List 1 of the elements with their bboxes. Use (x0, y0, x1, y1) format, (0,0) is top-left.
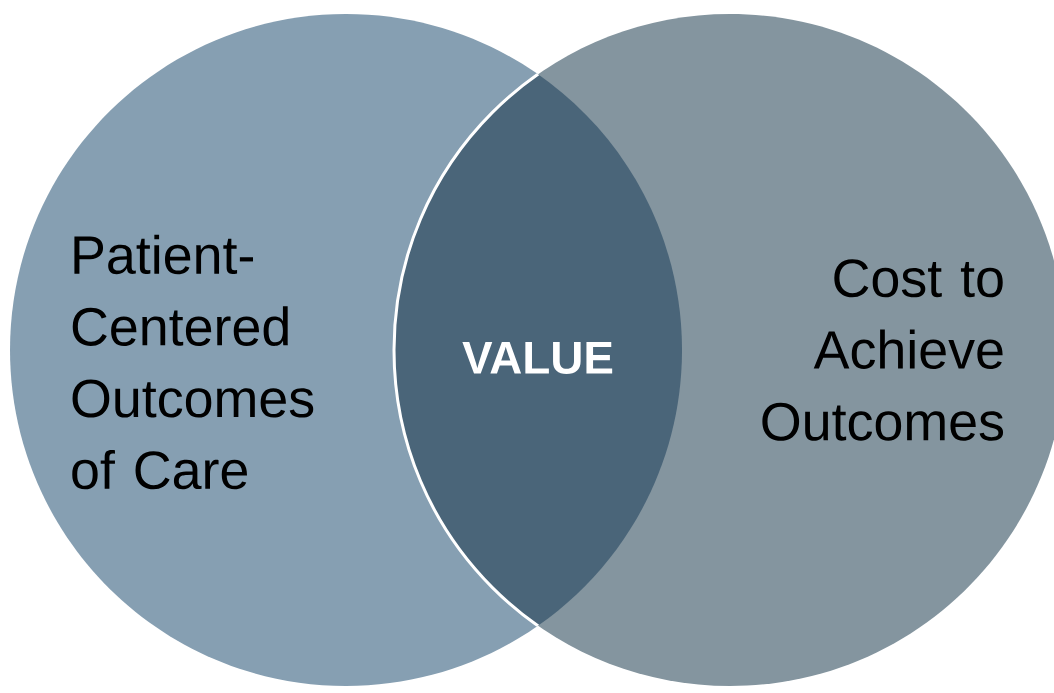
overlap-lens: VALUE (462, 342, 613, 374)
